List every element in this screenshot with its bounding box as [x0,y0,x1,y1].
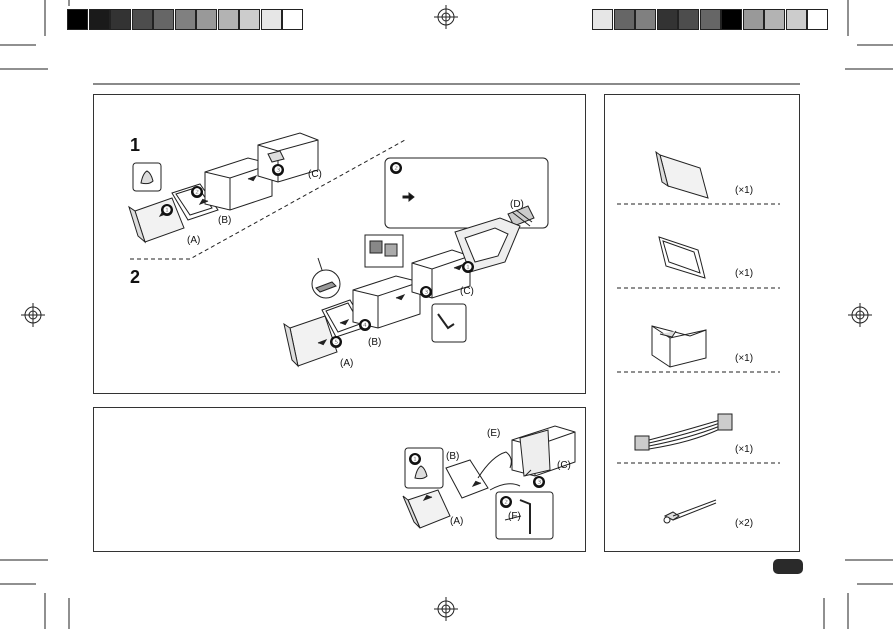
part-d-quantity: (×1) [735,444,754,455]
color-swatch [656,9,678,30]
page-language-badge [773,559,803,574]
part-a-quantity: (×1) [735,185,754,196]
label-b-removal: (B) [446,451,460,462]
part-c-quantity: (×1) [735,353,754,364]
color-swatch [742,9,764,30]
color-swatch [807,9,828,30]
part-e-quantity: (×2) [735,518,754,529]
callout-step-marker: ❷ [390,162,402,174]
label-e: (E) [487,428,501,439]
color-swatch [721,9,742,30]
color-swatch [131,9,153,30]
color-swatch [153,9,174,30]
color-swatch [785,9,807,30]
color-swatch [592,9,613,30]
step-2-1-marker: ❶ [462,261,474,273]
step-1-heading: 1 [130,135,141,155]
step-1-2-marker: ❷ [191,186,203,198]
color-swatch [196,9,217,30]
label-a-step2: (A) [340,358,354,369]
color-swatch [699,9,721,30]
step-2-5-marker: ❺ [330,336,342,348]
removal-step-3-marker: ❸ [533,476,545,488]
removal-step-1-marker: ❶ [409,453,421,465]
label-a-removal: (A) [450,516,464,527]
label-b-step1: (B) [218,215,232,226]
label-c-step1: (C) [308,169,322,180]
color-swatch [282,9,303,30]
color-swatch [260,9,282,30]
parts-list-panel [604,94,800,552]
step-2-heading: 2 [130,267,141,287]
color-swatch [613,9,635,30]
color-swatch [174,9,196,30]
color-swatch [88,9,110,30]
color-swatch [217,9,239,30]
part-b-quantity: (×1) [735,268,754,279]
color-swatch [67,9,88,30]
color-swatch [110,9,131,30]
color-swatch [678,9,699,30]
step-1-1-marker: ❶ [161,204,173,216]
label-c-step2: (C) [460,286,474,297]
step-1-3-marker: ❸ [272,164,284,176]
color-swatch [764,9,785,30]
removal-step-2-marker: ❷ [500,496,512,508]
label-f: (F) [508,511,521,522]
color-swatch [635,9,656,30]
color-swatch [239,9,260,30]
label-c-removal: (C) [557,460,571,471]
step-2-4-marker: ❹ [359,319,371,331]
label-a-step1: (A) [187,235,201,246]
label-d: (D) [510,199,524,210]
step-2-3-marker: ❸ [420,286,432,298]
label-b-step2: (B) [368,337,382,348]
registration-mark-icon [21,5,872,621]
